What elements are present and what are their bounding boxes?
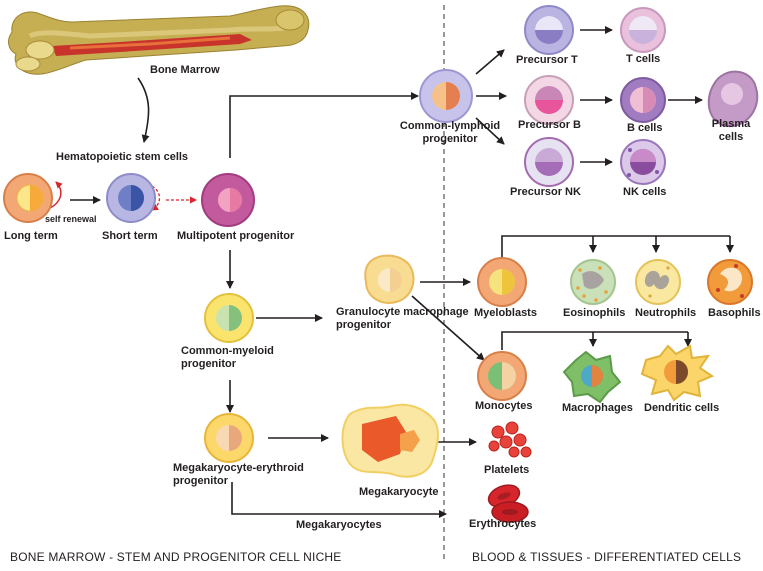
label-mep-line2: progenitor <box>173 475 228 487</box>
label-monocytes: Monocytes <box>475 400 533 412</box>
granulocyte-macrophage-progenitor-cell <box>364 254 415 304</box>
label-plasma-line1: Plasma <box>711 118 751 130</box>
label-cmp: Common-myeloid progenitor <box>181 345 274 371</box>
dendritic-cell <box>640 344 715 402</box>
label-gmp-line2: progenitor <box>336 319 391 331</box>
short-term-hsc-cell <box>106 173 156 223</box>
label-basophils: Basophils <box>708 307 761 319</box>
precursor-nk-cell <box>524 137 574 187</box>
myeloblast-cell <box>477 257 527 307</box>
label-neutrophils: Neutrophils <box>635 307 697 319</box>
platelets-cells <box>488 421 532 458</box>
arrow-mpp-to-clp <box>229 92 419 158</box>
label-mep-line1: Megakaryocyte-erythroid <box>173 462 304 474</box>
plasma-cell <box>707 70 759 128</box>
label-clp-line2: progenitor <box>422 133 478 145</box>
macrophage-cell <box>562 350 622 404</box>
label-plasma-line2: cells <box>718 131 744 143</box>
label-t-cells: T cells <box>626 53 661 65</box>
footer-right: BLOOD & TISSUES - DIFFERENTIATED CELLS <box>472 550 742 564</box>
label-mep: Megakaryocyte-erythroid progenitor <box>173 462 304 488</box>
label-platelets: Platelets <box>484 464 530 476</box>
nk-cell <box>620 139 666 185</box>
t-cell <box>620 7 666 53</box>
neutrophil-cell <box>635 259 681 305</box>
arrow-gmp-to-monocytes <box>411 295 485 361</box>
label-macrophages: Macrophages <box>562 402 633 414</box>
arrow-clp-to-precursor-t <box>475 49 505 75</box>
megakaryocyte-cell <box>341 403 439 478</box>
label-clp-line1: Common-lymphoid <box>399 120 501 132</box>
label-multipotent-progenitor: Multipotent progenitor <box>177 230 295 242</box>
erythrocytes-cells <box>487 484 529 523</box>
label-long-term: Long term <box>4 230 58 242</box>
b-cell <box>620 77 666 123</box>
label-erythrocytes: Erythrocytes <box>469 518 537 530</box>
arrow-clp-to-precursor-nk <box>475 117 505 145</box>
label-gmp: Granulocyte macrophage progenitor <box>336 306 469 332</box>
label-precursor-b: Precursor B <box>518 119 581 131</box>
bone-illustration <box>8 5 310 75</box>
label-hsc: Hematopoietic stem cells <box>56 151 189 163</box>
label-nk-cells: NK cells <box>623 186 667 198</box>
label-cmp-line1: Common-myeloid <box>181 345 274 357</box>
label-clp: Common-lymphoid progenitor <box>396 120 504 146</box>
label-megakaryocytes: Megakaryocytes <box>296 519 382 531</box>
megakaryocyte-erythroid-progenitor-cell <box>204 413 254 463</box>
label-gmp-line1: Granulocyte macrophage <box>336 306 469 318</box>
label-megakaryocyte: Megakaryocyte <box>359 486 439 498</box>
label-precursor-t: Precursor T <box>516 54 578 66</box>
arrow-bone-to-hsc <box>137 77 150 143</box>
label-self-renewal: self renewal <box>45 214 97 224</box>
label-eosinophils: Eosinophils <box>563 307 626 319</box>
short-term-renewal-arrow <box>151 185 161 211</box>
label-dendritic-cells: Dendritic cells <box>644 402 720 414</box>
long-term-hsc-cell <box>3 173 53 223</box>
common-myeloid-progenitor-cell <box>204 293 254 343</box>
arrow-mep-to-erythrocytes <box>231 482 447 518</box>
label-plasma-cells: Plasma cells <box>706 118 756 144</box>
bracket-myeloblasts <box>501 235 730 258</box>
monocyte-cell <box>477 351 527 401</box>
footer-left: BONE MARROW - STEM AND PROGENITOR CELL N… <box>10 550 342 564</box>
common-lymphoid-progenitor-cell <box>419 69 473 123</box>
label-myeloblasts: Myeloblasts <box>474 307 537 319</box>
label-bone-marrow: Bone Marrow <box>150 64 220 76</box>
precursor-b-cell <box>524 75 574 125</box>
bracket-monocytes <box>501 331 688 350</box>
precursor-t-cell <box>524 5 574 55</box>
multipotent-progenitor-cell <box>201 173 255 227</box>
basophil-cell <box>707 259 753 305</box>
label-cmp-line2: progenitor <box>181 358 236 370</box>
label-precursor-nk: Precursor NK <box>510 186 581 198</box>
label-short-term: Short term <box>102 230 158 242</box>
eosinophil-cell <box>570 259 616 305</box>
label-b-cells: B cells <box>627 122 663 134</box>
